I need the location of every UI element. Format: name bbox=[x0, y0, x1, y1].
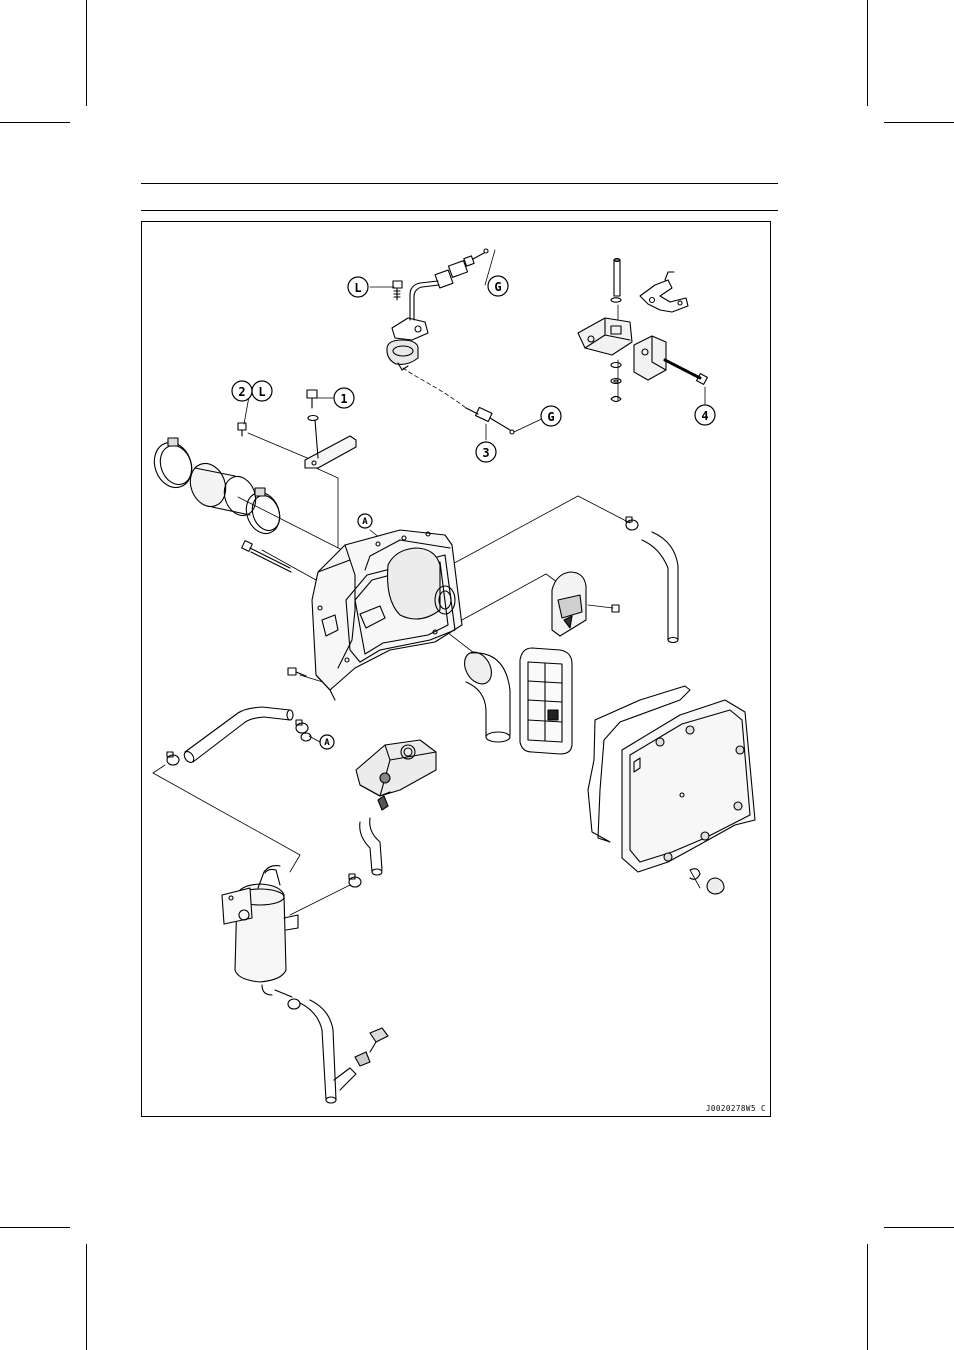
hose-clamp-small-2 bbox=[167, 752, 179, 765]
linkage-washers bbox=[611, 363, 621, 402]
cover-clip bbox=[690, 869, 700, 880]
linkage-block bbox=[634, 336, 666, 380]
hose-clamp-small-5 bbox=[349, 874, 361, 887]
callout-3: 3 bbox=[482, 446, 489, 460]
separator-canister bbox=[222, 866, 298, 982]
cable-bracket-plate bbox=[387, 318, 428, 370]
callout-L-bracket: L bbox=[258, 385, 265, 399]
bolt-part-2 bbox=[238, 423, 246, 436]
mounting-bracket bbox=[305, 420, 356, 468]
long-bolt bbox=[242, 541, 291, 572]
hose-clamp-right bbox=[241, 488, 285, 538]
upper-right-hose bbox=[642, 532, 678, 643]
throttle-cable bbox=[410, 249, 488, 320]
linkage-lever bbox=[640, 272, 688, 312]
callout-L-bolt: L bbox=[354, 281, 361, 295]
drain-fitting bbox=[370, 1028, 388, 1052]
intake-duct bbox=[185, 459, 261, 520]
figure-code: J0020278W5 C bbox=[706, 1104, 766, 1113]
callout-1: 1 bbox=[340, 392, 347, 406]
callout-2: 2 bbox=[238, 385, 245, 399]
hose-clamp-small-1 bbox=[626, 517, 638, 530]
hose-clamp-small-6 bbox=[288, 999, 300, 1009]
drain-elbow bbox=[355, 1052, 370, 1066]
callout-G-cable: G bbox=[494, 280, 501, 294]
breather-plate bbox=[552, 572, 586, 636]
cable-end-fitting bbox=[466, 407, 514, 434]
linkage-pin bbox=[611, 259, 621, 303]
left-middle-hose bbox=[182, 707, 293, 764]
cover-cap bbox=[707, 878, 724, 894]
adjuster-screw bbox=[665, 360, 707, 384]
linkage-bracket bbox=[578, 318, 632, 355]
air-filter-element bbox=[520, 648, 572, 754]
cable-guide-dashed-line bbox=[403, 368, 466, 408]
bottom-drain-hose bbox=[262, 985, 356, 1103]
valve-housing bbox=[356, 740, 436, 810]
callout-G-cable-end: G bbox=[547, 410, 554, 424]
plate-screw bbox=[612, 605, 619, 612]
bolt-L bbox=[393, 281, 402, 300]
elbow-duct bbox=[459, 647, 510, 742]
bolt-part-1 bbox=[307, 390, 318, 421]
callout-4: 4 bbox=[701, 409, 708, 423]
small-bent-hose bbox=[360, 818, 382, 875]
callout-A-upper: A bbox=[362, 517, 368, 527]
hose-clamp-small-4 bbox=[301, 733, 311, 741]
callout-A-lower: A bbox=[324, 738, 330, 748]
housing-bolt-lower bbox=[288, 668, 306, 676]
air-box-housing bbox=[312, 530, 462, 700]
air-box-cover bbox=[622, 700, 755, 872]
hose-clamp-small-3 bbox=[296, 720, 308, 733]
